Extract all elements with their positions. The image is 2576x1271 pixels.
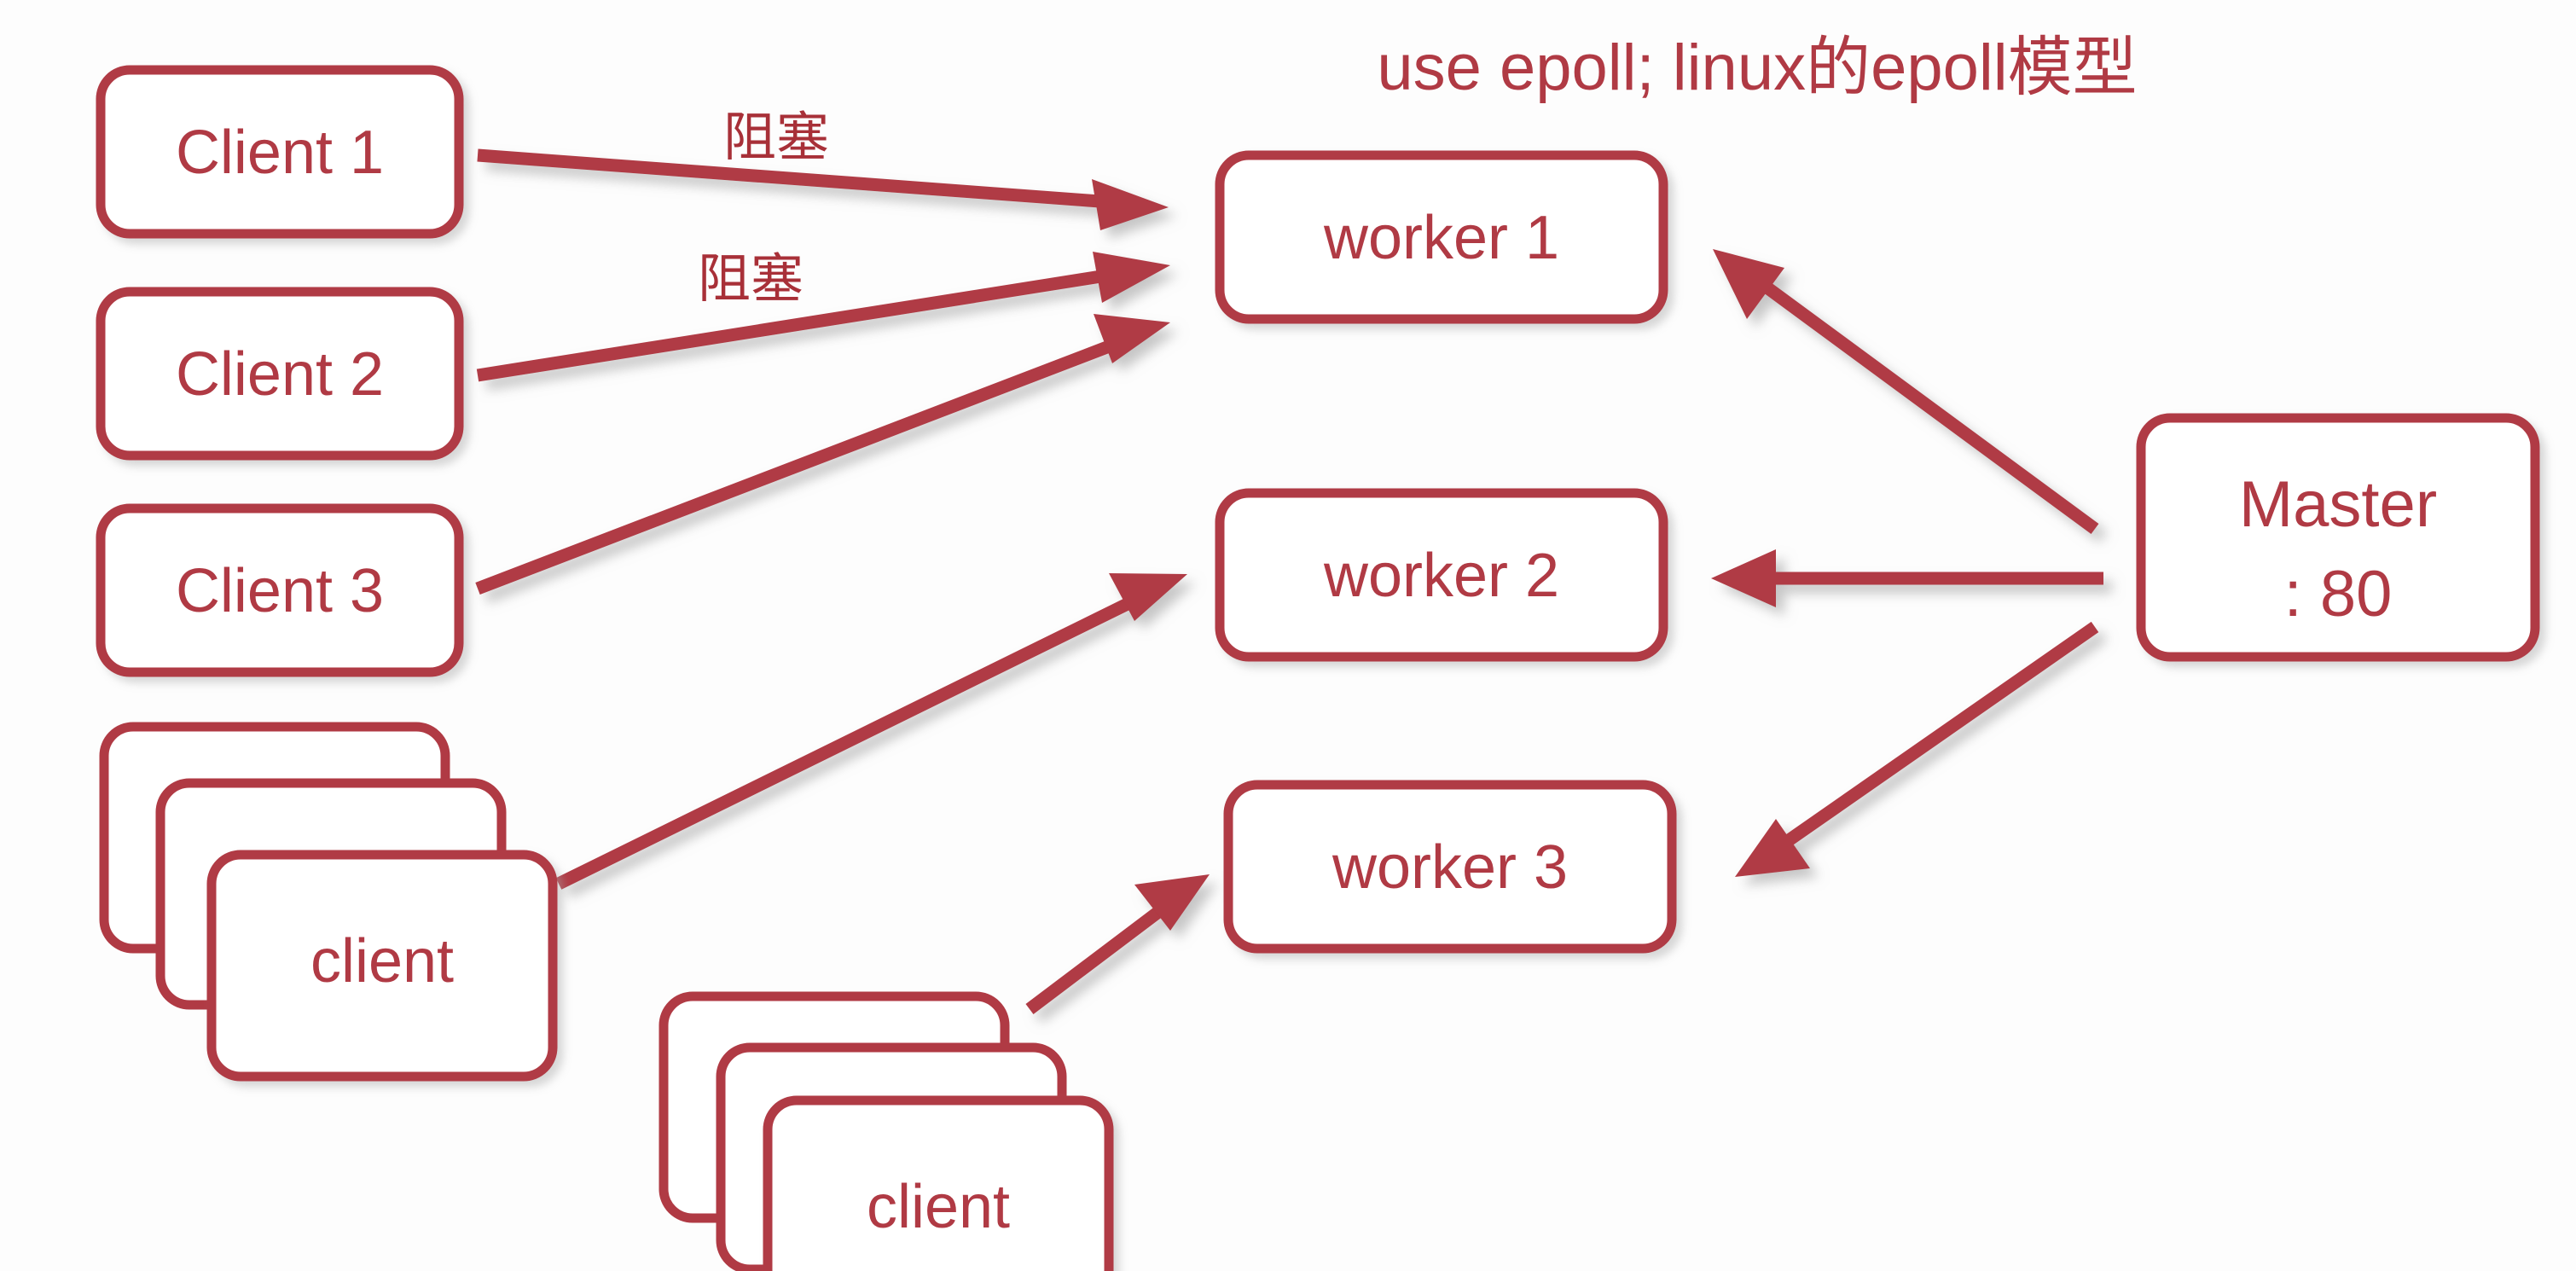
edge-label-blocking-1: 阻塞 (723, 108, 829, 167)
worker-2-label: worker 2 (1323, 542, 1559, 610)
node-worker-1[interactable]: worker 1 (1215, 150, 1668, 324)
worker-1-box[interactable] (1215, 150, 1668, 324)
arrow-master-to-worker2 (1711, 549, 2103, 607)
node-client-1[interactable]: Client 1 (96, 65, 464, 239)
arrow-client3-to-worker1 (475, 314, 1170, 595)
client-3-label: Client 3 (176, 557, 384, 625)
client-stack-1-card-front[interactable] (206, 850, 558, 1082)
arrow-client1-to-worker1 (477, 148, 1169, 230)
arrow-master-to-worker1 (1713, 249, 2099, 535)
diagram-title: use epoll; linux的epoll模型 (1377, 32, 2137, 104)
master-label-port: : 80 (2284, 558, 2393, 630)
edge-label-blocking-2: 阻塞 (698, 250, 804, 309)
node-worker-2[interactable]: worker 2 (1215, 488, 1668, 662)
master-box[interactable] (2136, 413, 2540, 662)
node-master[interactable]: Master : 80 (2136, 413, 2540, 662)
node-client-2[interactable]: Client 2 (96, 287, 464, 461)
worker-3-label: worker 3 (1332, 833, 1568, 902)
node-client-3[interactable]: Client 3 (96, 503, 464, 677)
worker-1-label: worker 1 (1323, 204, 1559, 272)
client-stack-2-label: client (867, 1173, 1010, 1241)
node-client-stack-2[interactable]: client (659, 991, 1114, 1271)
master-label-name: Master (2239, 468, 2437, 541)
client-2-label: Client 2 (176, 340, 384, 409)
client-3-box[interactable] (96, 503, 464, 677)
node-worker-3[interactable]: worker 3 (1223, 780, 1677, 954)
client-1-box[interactable] (96, 65, 464, 239)
arrow-master-to-worker3 (1735, 621, 2099, 877)
node-client-stack-1[interactable]: client (99, 722, 558, 1082)
arrow-client2-to-worker1 (476, 252, 1170, 382)
arrow-clientstack2-to-worker3 (1025, 874, 1210, 1014)
worker-3-box[interactable] (1223, 780, 1677, 954)
client-2-box[interactable] (96, 287, 464, 461)
arrow-clientstack1-to-worker2 (555, 573, 1187, 890)
worker-2-box[interactable] (1215, 488, 1668, 662)
client-1-label: Client 1 (176, 119, 384, 187)
client-stack-1-label: client (310, 927, 454, 995)
client-stack-2-card-front[interactable] (763, 1095, 1114, 1271)
